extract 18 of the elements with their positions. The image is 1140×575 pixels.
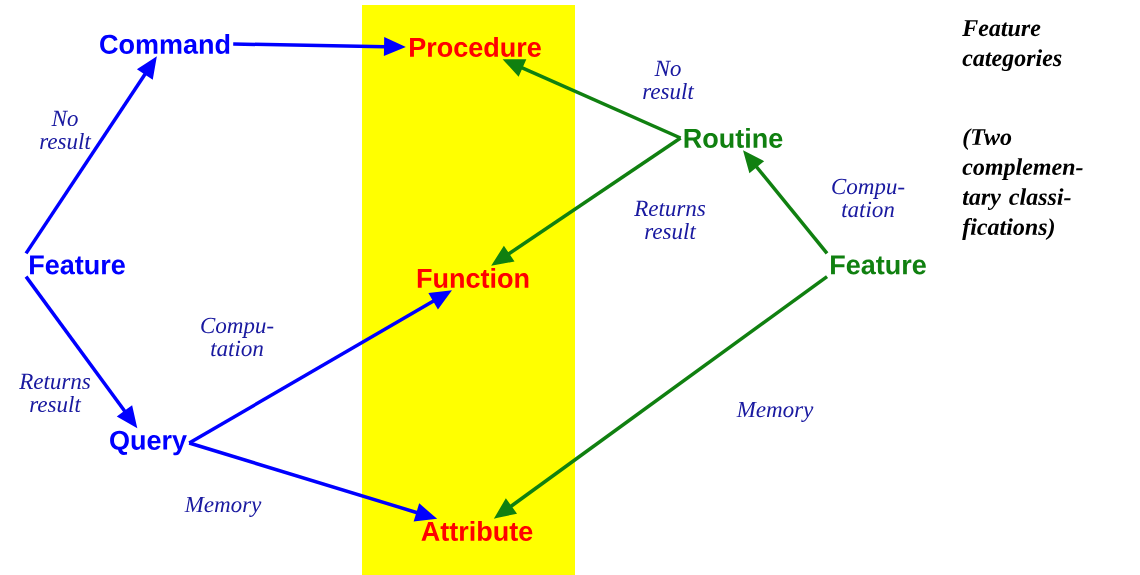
node-label: Procedure (410, 37, 541, 57)
edge-label: Compu- tation (201, 317, 274, 357)
node-label: Query (110, 430, 187, 456)
edge-label: No result (40, 110, 92, 150)
node-label: Command (100, 34, 230, 54)
node-label: Feature (30, 255, 125, 275)
node-label: Function (417, 268, 529, 288)
edge-label: Returns result (19, 373, 91, 413)
edge-label: Returns result (634, 200, 706, 240)
node-label: Attribute (421, 521, 533, 541)
node-label: Routine (684, 128, 783, 148)
edge-label: Memory (184, 496, 262, 517)
note: Feature categories (962, 20, 1062, 71)
edge-label: Memory (736, 401, 814, 422)
note: (Two complemen- tary classi- fications) (962, 128, 1083, 240)
edge-label: Compu- tation (832, 178, 905, 218)
node-label: Feature (831, 255, 926, 275)
edge-label: No result (643, 60, 695, 100)
